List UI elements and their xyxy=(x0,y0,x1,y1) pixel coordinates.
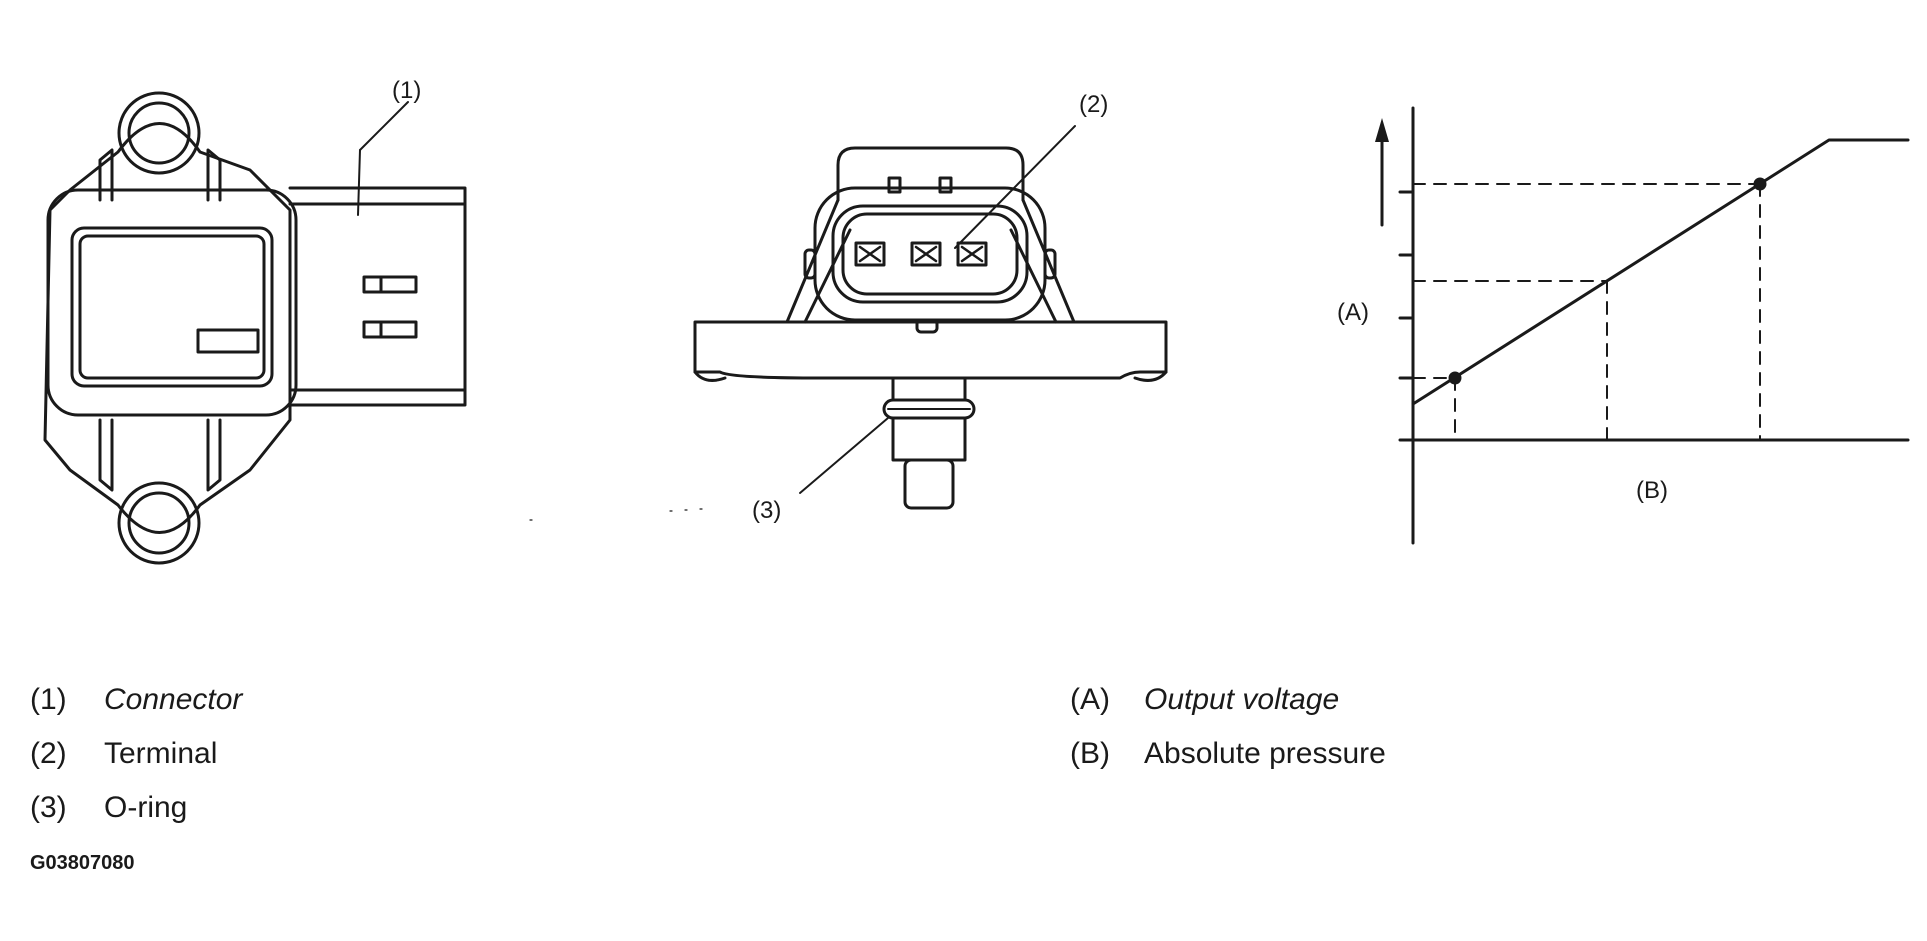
legend-item-terminal: (2) Terminal xyxy=(30,727,242,781)
y-axis-arrow-head xyxy=(1375,118,1389,142)
legend-item-output-voltage: (A) Output voltage xyxy=(1070,673,1386,727)
socket-tab-left xyxy=(887,176,902,194)
flange-rib-bottom-right xyxy=(206,418,222,492)
output-characteristic-graph xyxy=(1375,106,1910,545)
shroud-rib-right xyxy=(1021,198,1076,324)
connector-socket-ring xyxy=(841,212,1019,296)
socket-key-right xyxy=(1043,248,1057,280)
flange-rib-top-left xyxy=(98,148,114,202)
sensor-connector-view xyxy=(529,125,1168,521)
legend-parts: (1) Connector (2) Terminal (3) O-ring xyxy=(30,673,242,835)
speckle-dots xyxy=(529,508,703,521)
base-plate-underside-right xyxy=(1133,370,1168,382)
port-neck xyxy=(891,376,967,402)
base-plate xyxy=(693,320,1168,380)
sensor-body-panel xyxy=(70,226,274,388)
graph-y-label: (A) xyxy=(1337,299,1369,326)
legend-key: (B) xyxy=(1070,737,1110,770)
graph-point-high xyxy=(1753,177,1767,191)
callout-2-label: (2) xyxy=(1079,91,1108,118)
legend-item-o-ring: (3) O-ring xyxy=(30,781,242,835)
leader-line-1 xyxy=(359,101,409,151)
legend-key: (3) xyxy=(30,791,67,824)
output-curve xyxy=(1411,138,1910,406)
mounting-hole-top-inner xyxy=(127,101,191,165)
sensor-label-plate xyxy=(196,328,260,354)
leader-line-1-tail xyxy=(357,149,361,216)
callout-1-label: (1) xyxy=(392,77,421,104)
legend-text: Connector xyxy=(104,683,243,716)
legend-text: Absolute pressure xyxy=(1144,737,1386,770)
socket-tab-right xyxy=(938,176,953,194)
terminal-pin-1 xyxy=(854,241,886,267)
guide-lines xyxy=(1412,183,1761,441)
port-tip xyxy=(903,458,955,510)
leader-line-2 xyxy=(954,125,1076,249)
legend-key: (A) xyxy=(1070,683,1110,716)
terminal-pin-3 xyxy=(956,241,988,267)
figure-code: G03807080 xyxy=(30,852,135,874)
mounting-hole-bottom xyxy=(117,481,201,565)
sensor-mounting-flange xyxy=(43,122,292,534)
mounting-hole-top xyxy=(117,91,201,175)
connector-latch-lower xyxy=(362,320,418,339)
legend-text: O-ring xyxy=(104,791,188,824)
socket-key-bottom xyxy=(915,318,939,334)
flange-rib-top-right xyxy=(206,148,222,202)
connector-shroud xyxy=(836,146,1025,202)
graph-x-label: (B) xyxy=(1636,477,1668,504)
legend-key: (1) xyxy=(30,683,67,716)
flange-rib-bottom-left xyxy=(98,418,114,492)
legend-item-absolute-pressure: (B) Absolute pressure xyxy=(1070,727,1386,781)
legend-item-connector: (1) Connector xyxy=(30,673,242,727)
callout-3-label: (3) xyxy=(752,497,781,524)
graph-point-low xyxy=(1448,371,1462,385)
sensor-front-view xyxy=(43,91,467,565)
connector-housing xyxy=(288,186,467,407)
mounting-hole-bottom-inner xyxy=(127,491,191,555)
socket-key-left xyxy=(803,248,817,280)
legend-text: Terminal xyxy=(104,737,218,770)
shroud-rib-left xyxy=(785,198,840,324)
connector-socket-inner xyxy=(831,204,1029,304)
sensor-body-outer xyxy=(46,188,298,417)
sensor-body-panel-inner xyxy=(78,234,266,380)
base-plate-underside xyxy=(693,370,727,382)
legend-key: (2) xyxy=(30,737,67,770)
legend-text: Output voltage xyxy=(1144,683,1340,716)
legend-graph: (A) Output voltage (B) Absolute pressure xyxy=(1070,673,1386,781)
terminal-pin-2 xyxy=(910,241,942,267)
connector-latch-upper xyxy=(362,275,418,294)
port-stem xyxy=(891,416,967,462)
leader-line-3 xyxy=(799,417,889,494)
